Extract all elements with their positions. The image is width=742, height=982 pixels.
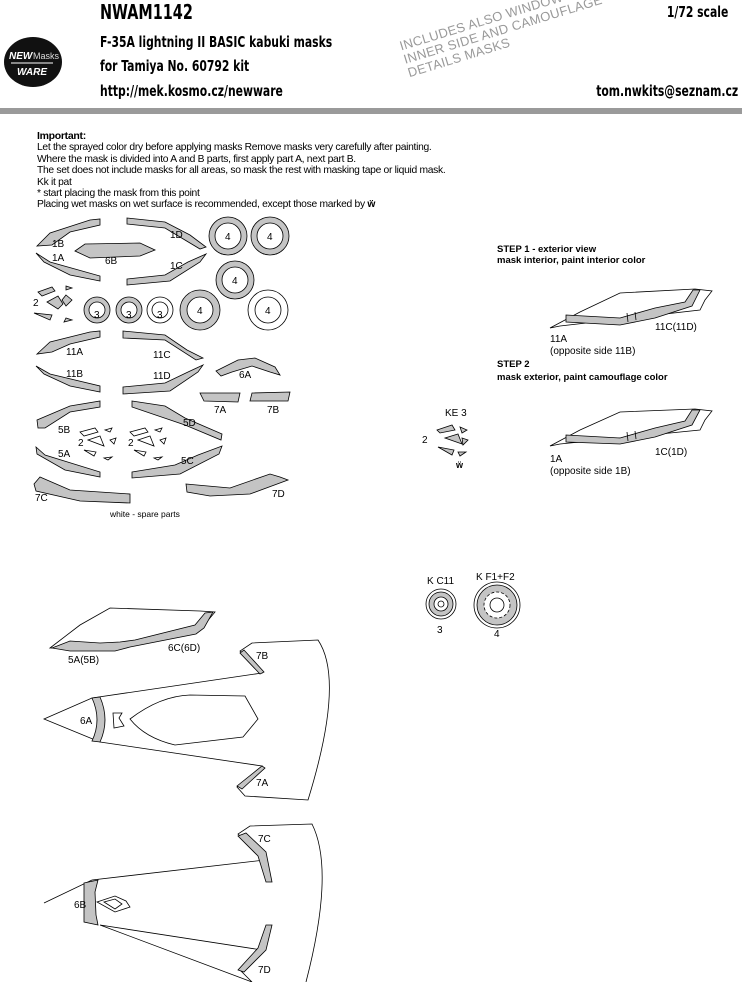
step1-desc: mask interior, paint interior color: [497, 255, 646, 266]
wheel-part-label: K C11: [427, 576, 454, 587]
canopy-right-label: 6C(6D): [168, 643, 200, 654]
part-label: 6B: [74, 900, 87, 911]
wheel-mask-label: 4: [494, 629, 500, 640]
part-label: 1C: [170, 261, 183, 272]
no-water-icon: ẅ: [367, 199, 376, 211]
part-label: 11D: [153, 371, 171, 382]
part-label: 2: [128, 438, 134, 449]
step1-left-note: (opposite side 11B): [550, 346, 635, 357]
kit-reference: for Tamiya No. 60792 kit: [100, 57, 250, 75]
step1-left-label: 11A: [550, 334, 567, 345]
part-label: 1B: [52, 239, 65, 250]
important-notes: Important: Let the sprayed color dry bef…: [37, 130, 446, 211]
part-label: 7D: [258, 965, 271, 976]
newware-logo: NEW Masks WARE: [4, 37, 62, 87]
part-label: 2: [33, 298, 39, 309]
important-heading: Important:: [37, 130, 86, 142]
step2-left-label: 1A: [550, 454, 563, 465]
svg-text:WARE: WARE: [17, 67, 47, 78]
bottom-view-diagram: 6B 7C 7D: [43, 823, 323, 982]
step1-right-label: 11C(11D): [655, 322, 697, 333]
product-code: NWAM1142: [100, 0, 193, 24]
part-label: 7A: [256, 778, 269, 789]
part-label: 4: [265, 306, 271, 317]
part-label: 6A: [80, 716, 93, 727]
part-label: 5C: [181, 456, 194, 467]
step2-right-label: 1C(1D): [655, 447, 687, 458]
step2-left-note: (opposite side 1B): [550, 466, 631, 477]
part-label: 11C: [153, 350, 171, 361]
part-label: 7D: [272, 489, 285, 500]
no-water-icon: ẅ: [455, 460, 464, 470]
part-label: 6A: [239, 370, 252, 381]
note-line: * start placing the mask from this point: [37, 188, 200, 200]
part-label: 1D: [170, 230, 183, 241]
part-label: 7B: [267, 405, 280, 416]
ke3-window-masks: [436, 424, 469, 457]
email-link[interactable]: tom.nwkits@seznam.cz: [596, 82, 738, 100]
product-title: F-35A lightning II BASIC kabuki masks: [100, 33, 333, 51]
part-label: 7A: [214, 405, 227, 416]
part-label: 5A: [58, 449, 71, 460]
part-label: 7C: [258, 834, 271, 845]
part-label: 11A: [66, 347, 83, 358]
svg-text:Masks: Masks: [33, 51, 60, 61]
header-divider: [0, 108, 742, 114]
canopy-side-view: 5A(5B) 6C(6D): [48, 607, 216, 666]
part-label: 7B: [256, 651, 269, 662]
part-label: 7C: [35, 493, 48, 504]
part-label: 4: [267, 232, 273, 243]
note-line: The set does not include masks for all a…: [37, 165, 446, 177]
part-label: 5D: [183, 418, 196, 429]
part-label: 5B: [58, 425, 71, 436]
wheel-part-label: K F1+F2: [476, 572, 515, 583]
note-line: Where the mask is divided into A and B p…: [37, 153, 356, 165]
website-link[interactable]: http://mek.kosmo.cz/newware: [100, 82, 283, 100]
svg-text:NEW: NEW: [9, 51, 34, 62]
part-label: 1A: [52, 253, 65, 264]
part-label: 4: [232, 276, 238, 287]
canopy-left-label: 5A(5B): [68, 655, 99, 666]
note-line: Kk it pat: [37, 176, 72, 188]
part-label: 3: [126, 310, 132, 321]
note-line: Placing wet masks on wet surface is reco…: [37, 199, 365, 211]
mask-sheet: 1B 1A 6B 1D 1C 4 4 4 4 4 2 3 3 3 11A 11C…: [33, 216, 291, 519]
part-label: 2: [78, 438, 84, 449]
wheel-masks: K C11 3 K F1+F2 4: [425, 572, 521, 640]
part-label: 4: [197, 306, 203, 317]
note-line: Let the sprayed color dry before applyin…: [37, 142, 432, 154]
scale: 1/72 scale: [666, 3, 728, 21]
step1-title: STEP 1 - exterior view: [497, 244, 597, 255]
step2-title: STEP 2: [497, 359, 530, 370]
window-masks-2: [33, 285, 74, 323]
spare-parts-note: white - spare parts: [109, 509, 180, 519]
part-label: 11B: [66, 369, 83, 380]
wheel-mask-label: 3: [437, 625, 443, 636]
part-label: 3: [157, 310, 163, 321]
ke3-label: KE 3: [445, 408, 467, 419]
top-view-diagram: 6A 7B 7A: [42, 639, 330, 801]
sheet-labels: 1B 1A 6B 1D 1C 4 4 4 4 4 2 3 3 3 11A 11C…: [33, 230, 285, 519]
ke3-part-label: 2: [422, 435, 428, 446]
step2-desc: mask exterior, paint camouflage color: [497, 372, 668, 383]
steps: STEP 1 - exterior view mask interior, pa…: [422, 244, 713, 477]
part-label: 3: [94, 310, 100, 321]
part-label: 4: [225, 232, 231, 243]
part-label: 6B: [105, 256, 118, 267]
